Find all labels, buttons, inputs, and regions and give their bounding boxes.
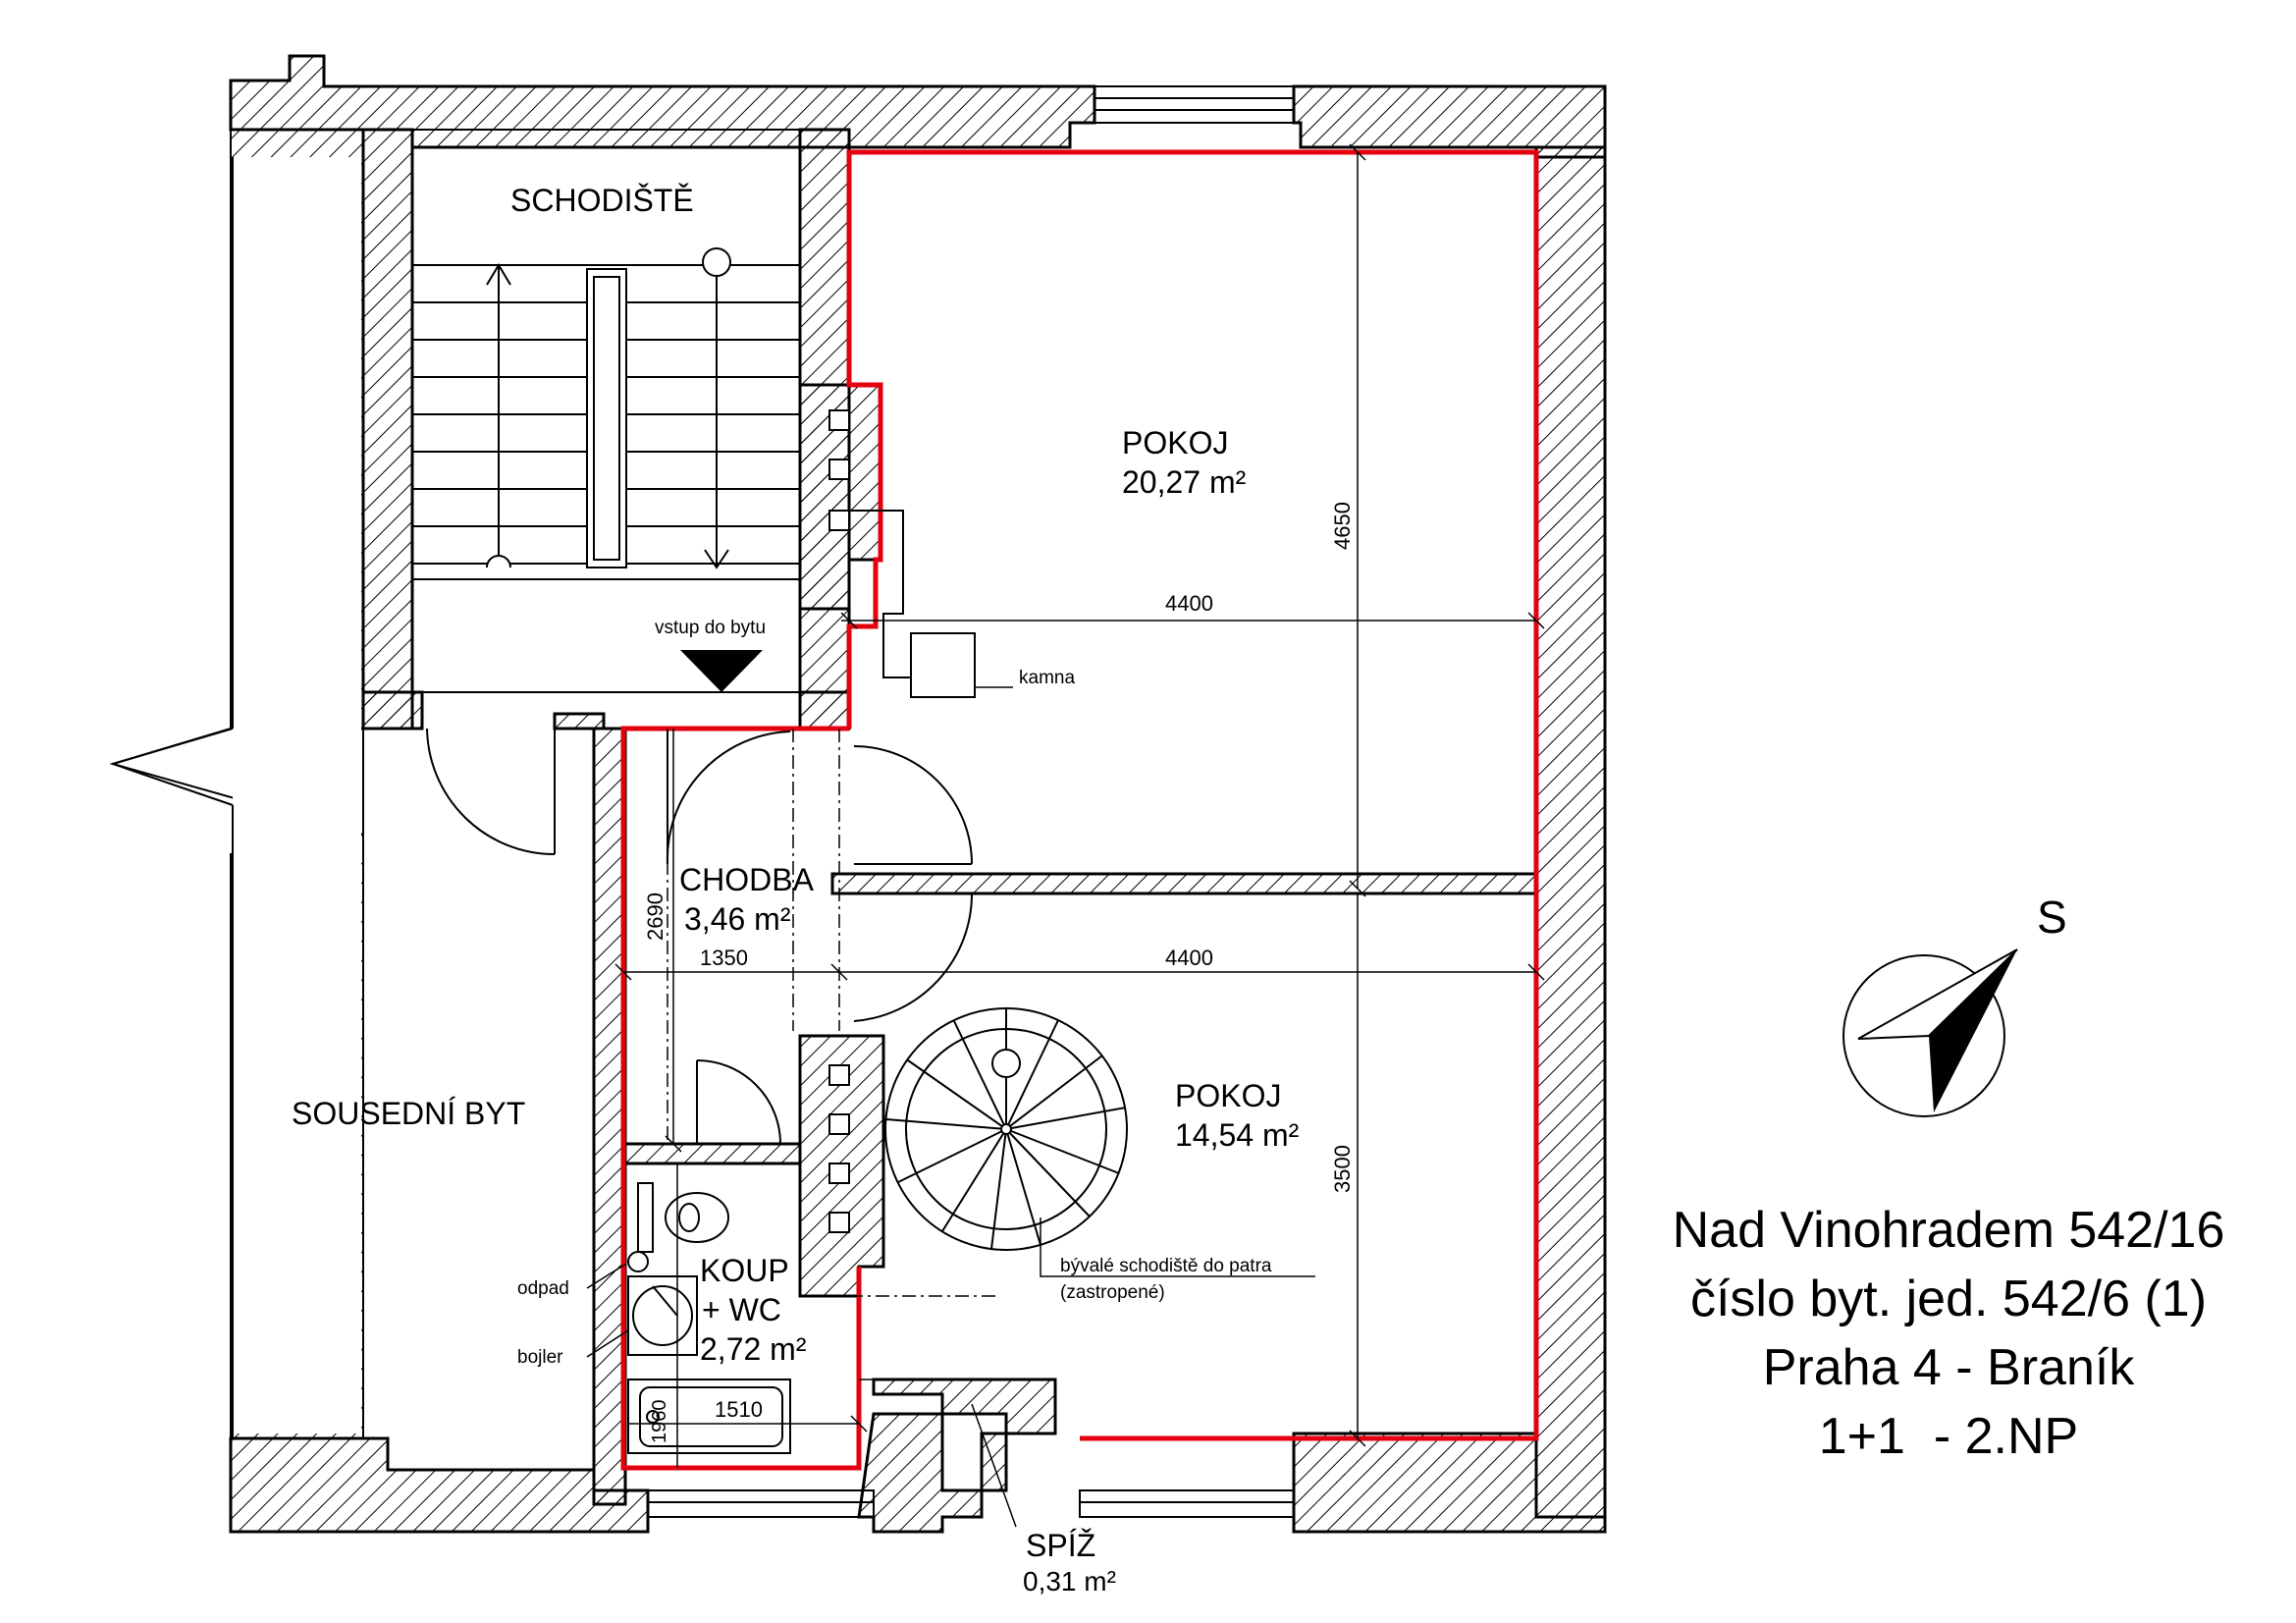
dim-room2-depth: 3500: [1330, 1145, 1355, 1193]
bathroom-name-line2: + WC: [702, 1292, 781, 1327]
stove-pipe: [849, 510, 911, 678]
stairwell-name: SCHODIŠTĚ: [510, 183, 694, 218]
stairwell: [411, 129, 801, 693]
title-line3: Praha 4 - Braník: [1763, 1339, 2136, 1396]
wall-bottom-left: [229, 1436, 650, 1534]
wall-corridor-left: [592, 727, 627, 1506]
neighbour-room: [233, 157, 361, 1434]
dim-room1-width: 4400: [1165, 591, 1213, 616]
bathtub: [627, 1379, 791, 1454]
title-line4: 1+1 - 2.NP: [1819, 1408, 2078, 1465]
pantry-name: SPÍŽ: [1026, 1528, 1095, 1563]
door-neighbour: [426, 728, 556, 855]
dim-corridor-width: 1350: [700, 946, 748, 970]
dim-room1-depth: 4650: [1330, 502, 1355, 550]
pantry-leader: [971, 1403, 1017, 1528]
old-stairs-label-line1: bývalé schodiště do patra: [1060, 1256, 1272, 1276]
room1-area: 20,27 m²: [1122, 464, 1247, 500]
room1-name: POKOJ: [1122, 425, 1228, 460]
walls: [229, 54, 1607, 1534]
wall-rooms-divider: [830, 872, 1538, 895]
wall-stair-bottom-right: [798, 690, 851, 730]
corridor-area: 3,46 m²: [684, 901, 791, 937]
wall-pantry: [872, 1378, 1057, 1435]
compass: [1842, 948, 2018, 1117]
wall-stair-bottom-left: [361, 690, 424, 730]
apartment-outline: [620, 149, 1539, 1471]
flue-vents-lower: [828, 1064, 850, 1233]
old-stairs-leader: [1040, 1217, 1315, 1277]
stair-start-marker: [702, 247, 731, 277]
compass-label: S: [2037, 892, 2067, 943]
drain-symbol: [627, 1251, 649, 1272]
window-top: [1094, 85, 1295, 124]
boiler-symbol: [632, 1285, 693, 1346]
dim-bath-width: 1510: [715, 1397, 763, 1422]
spiral-staircase: [884, 1007, 1128, 1251]
outline-lower: [620, 726, 862, 1471]
bathroom-area: 2,72 m²: [700, 1331, 807, 1367]
title-line2: číslo byt. jed. 542/6 (1): [1690, 1271, 2207, 1327]
boiler-label: bojler: [517, 1347, 563, 1368]
pantry-area: 0,31 m²: [1023, 1566, 1116, 1596]
outline-room1: [846, 149, 1539, 1441]
toilet-bowl: [665, 1192, 729, 1243]
entrance-label: vstup do bytu: [655, 618, 766, 638]
wall-stair-left: [361, 128, 414, 730]
drain-leader: [586, 1263, 627, 1289]
windows: [647, 85, 1295, 1518]
wall-bottom-mid: [857, 1412, 1008, 1534]
stove-symbol: [910, 632, 976, 698]
old-stairs-label-line2: (zastropené): [1060, 1282, 1165, 1303]
drain-label: odpad: [517, 1278, 569, 1299]
window-bottom-left: [647, 1489, 875, 1518]
title-line1: Nad Vinohradem 542/16: [1673, 1202, 2225, 1259]
spiral-start-marker: [991, 1049, 1021, 1078]
wall-right-outer: [1534, 145, 1607, 1519]
toilet-tank: [637, 1182, 654, 1253]
boiler-box: [627, 1275, 698, 1356]
flue-vents-upper: [828, 409, 850, 531]
dimension-lines: [614, 143, 1545, 1468]
dim-room2-width: 4400: [1165, 946, 1213, 970]
boiler-leader: [586, 1329, 629, 1358]
bathroom-fixtures: [627, 1182, 791, 1454]
room2-name: POKOJ: [1175, 1078, 1281, 1113]
neighbour-break-line: [109, 728, 234, 806]
stove-label: kamna: [1019, 668, 1075, 688]
wall-corridor-top-left: [553, 712, 606, 730]
window-bottom-right: [1079, 1489, 1295, 1518]
dim-bath-depth: 1960: [649, 1400, 670, 1444]
compass-needle: [1929, 949, 2017, 1112]
wall-bath-top: [623, 1142, 802, 1165]
corridor-dashed: [667, 729, 996, 1380]
bathroom-name-line1: KOUP: [700, 1253, 789, 1288]
neighbour-name: SOUSEDNÍ BYT: [292, 1096, 525, 1131]
corridor-doors: [666, 729, 974, 1145]
entrance-arrow: [680, 650, 763, 692]
dim-corridor-depth: 2690: [643, 893, 667, 941]
room2-area: 14,54 m²: [1175, 1117, 1300, 1153]
corridor-name: CHODBA: [679, 862, 815, 897]
